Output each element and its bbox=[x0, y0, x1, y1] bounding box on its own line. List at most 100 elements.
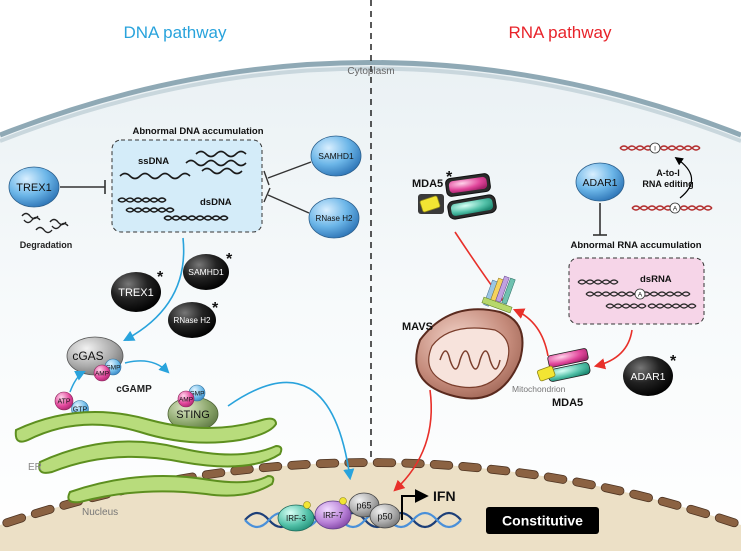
mda5-complex bbox=[536, 348, 591, 382]
sting-to-nucleus-arrow bbox=[227, 381, 355, 481]
rnase-h2-mutant-star: * bbox=[212, 300, 219, 317]
amp-label-sting: AMP bbox=[179, 397, 193, 404]
atp-bead bbox=[54, 391, 74, 411]
nuclear-envelope-segment bbox=[486, 464, 511, 476]
nuclear-envelope-segment bbox=[458, 462, 482, 473]
ifn-label: IFN bbox=[433, 488, 456, 504]
nuclear-envelope-segment bbox=[686, 504, 711, 519]
cytoplasm-label: Cytoplasm bbox=[347, 66, 394, 77]
nuclear-envelope-segment bbox=[629, 489, 653, 503]
trex1-label: TREX1 bbox=[16, 182, 51, 194]
rna-to-mda5-arrow bbox=[593, 329, 633, 370]
nuclear-envelope-segment bbox=[372, 458, 397, 468]
nucleus-label: Nucleus bbox=[82, 507, 118, 518]
dsrna-label: dsRNA bbox=[640, 274, 672, 285]
mda5-label: MDA5 bbox=[552, 397, 583, 409]
samhd1-mutant-label: SAMHD1 bbox=[188, 267, 224, 277]
cgas-label: cGAS bbox=[72, 349, 103, 363]
constitutive-label: Constitutive bbox=[502, 513, 583, 529]
editing-label-line2: RNA editing bbox=[642, 179, 693, 189]
mda5-mutant-label: MDA5 bbox=[412, 178, 443, 190]
irf3-factor bbox=[277, 504, 315, 532]
dna-to-cgas-arrow bbox=[123, 237, 185, 342]
adar1-mutant-sphere bbox=[623, 356, 673, 396]
irf7-factor bbox=[314, 500, 352, 530]
rnase-h2-sphere bbox=[308, 197, 360, 239]
amp-bead-sting bbox=[177, 390, 195, 408]
samhd1-mutant-star: * bbox=[226, 251, 233, 268]
nuclear-envelope-segment bbox=[429, 459, 454, 470]
constitutive-badge bbox=[486, 507, 599, 534]
adar1-mutant-label: ADAR1 bbox=[630, 371, 665, 383]
mavs-proteins bbox=[481, 275, 516, 314]
samhd1-rnaseh2-inhibition bbox=[263, 161, 312, 214]
irf3-label: IRF-3 bbox=[286, 514, 307, 523]
nuclear-envelope-segment bbox=[657, 496, 682, 510]
degradation-label: Degradation bbox=[20, 240, 73, 250]
rnase-h2-mutant-label: RNase H2 bbox=[174, 316, 211, 325]
dsrna-adenosine-marker bbox=[634, 288, 646, 300]
mitochondrion bbox=[415, 308, 524, 400]
dna-pathway-heading: DNA pathway bbox=[124, 23, 227, 42]
editing-label-line1: A-to-I bbox=[656, 168, 680, 178]
endoplasmic-reticulum bbox=[14, 411, 283, 504]
nuclear-envelope-segment bbox=[543, 472, 568, 484]
cgas-to-sting-arrow bbox=[124, 360, 170, 374]
ssdna-label: ssDNA bbox=[138, 156, 169, 167]
atp-gtp-to-cgas-arrow bbox=[69, 371, 86, 393]
gmp-label-cgas: GMP bbox=[106, 365, 121, 372]
atp-label: ATP bbox=[57, 399, 70, 406]
gtp-label: GTP bbox=[73, 407, 88, 414]
nuclear-envelope-segment bbox=[30, 504, 55, 519]
mda5-mutant-complex bbox=[418, 173, 497, 220]
amp-label-cgas: AMP bbox=[95, 371, 109, 378]
samhd1-mutant-sphere bbox=[183, 254, 229, 290]
mitochondrion-label: Mitochondrion bbox=[512, 384, 566, 394]
mda5-to-mavs-arrow bbox=[512, 308, 549, 357]
p65-label: p65 bbox=[356, 501, 371, 511]
trex1-mutant-sphere bbox=[111, 272, 161, 312]
nuclear-envelope-segment bbox=[714, 513, 739, 528]
cgamp-label: cGAMP bbox=[116, 384, 152, 395]
nuclear-envelope-segment bbox=[344, 458, 368, 468]
inosine-marker bbox=[649, 142, 661, 154]
mda5-mutant-star: * bbox=[446, 169, 453, 186]
trex1-mutant-label: TREX1 bbox=[118, 287, 153, 299]
rnase-h2-mutant-sphere bbox=[168, 302, 216, 338]
nuclear-envelope-segment bbox=[572, 477, 596, 490]
mavs-to-nucleus-arrow bbox=[393, 389, 433, 492]
trex1-sphere bbox=[8, 166, 60, 208]
rnase-h2-label: RNase H2 bbox=[316, 214, 353, 223]
irf7-phospho bbox=[339, 497, 347, 505]
trex1-inhibition bbox=[60, 180, 106, 194]
samhd1-label: SAMHD1 bbox=[318, 151, 354, 161]
irf3-phospho bbox=[303, 501, 311, 509]
dna-box-title: Abnormal DNA accumulation bbox=[132, 126, 263, 137]
cell-membrane bbox=[0, 60, 741, 138]
adenosine-marker bbox=[669, 202, 681, 214]
irf7-label: IRF-7 bbox=[323, 511, 344, 520]
nuclear-envelope-segment bbox=[515, 468, 539, 480]
nuclear-envelope-segment bbox=[258, 462, 283, 473]
adar1-mutant-star: * bbox=[670, 353, 677, 370]
adar1-sphere bbox=[575, 162, 625, 202]
rna-pathway-heading: RNA pathway bbox=[509, 23, 612, 42]
dsdna-strands bbox=[117, 197, 229, 221]
amp-bead-cgas bbox=[93, 364, 111, 382]
ifn-transcription-arrow bbox=[401, 489, 429, 520]
sting-label: STING bbox=[176, 409, 210, 421]
nuclear-envelope-segment bbox=[600, 483, 625, 496]
nuclear-envelope-segment bbox=[315, 458, 340, 469]
nuclear-envelope-segment bbox=[2, 513, 27, 528]
gmp-label-sting: GMP bbox=[190, 391, 205, 398]
p50-label: p50 bbox=[377, 512, 392, 522]
er-label: ER bbox=[28, 462, 42, 473]
p50-factor bbox=[369, 503, 401, 529]
dsdna-label: dsDNA bbox=[200, 197, 232, 208]
adar1-inhibition bbox=[593, 203, 607, 236]
samhd1-sphere bbox=[310, 135, 362, 177]
nuclear-envelope-segment bbox=[287, 459, 311, 470]
degraded-dna-fragments bbox=[21, 212, 69, 234]
adenosine-label: A bbox=[673, 206, 678, 213]
